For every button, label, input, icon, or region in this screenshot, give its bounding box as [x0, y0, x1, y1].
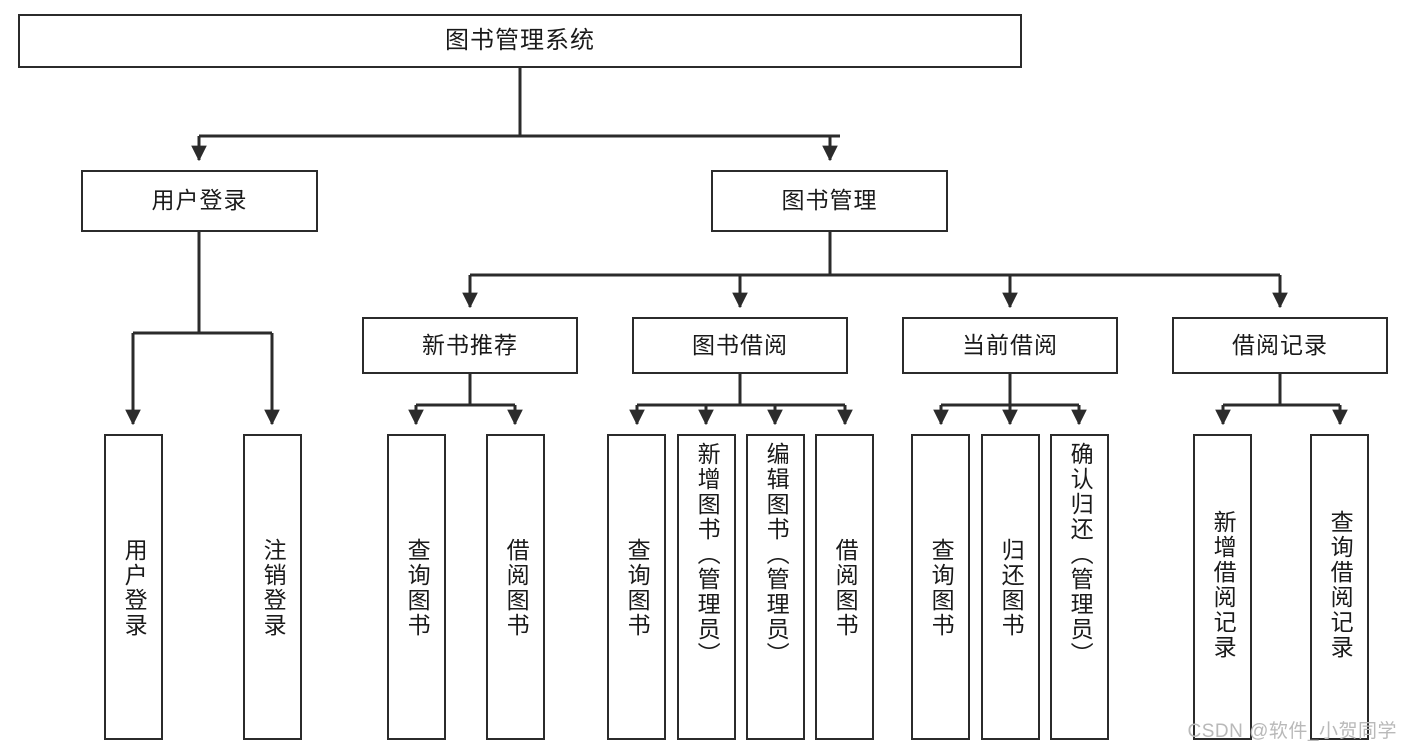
- leaf-query-book-current[interactable]: 查询图书: [911, 434, 970, 740]
- leaf-query-borrow-record[interactable]: 查询借阅记录: [1310, 434, 1369, 740]
- node-label: 当前借阅: [962, 331, 1058, 358]
- node-label: 归还图书: [998, 538, 1025, 638]
- node-label: 图书管理系统: [445, 26, 595, 54]
- leaf-add-borrow-record[interactable]: 新增借阅记录: [1193, 434, 1252, 740]
- watermark-text: CSDN @软件_小贺同学: [1187, 721, 1397, 742]
- node-new-book-recommend[interactable]: 新书推荐: [362, 317, 578, 374]
- node-label: 新增图书（管理员）: [694, 442, 721, 667]
- leaf-edit-book-admin[interactable]: 编辑图书（管理员）: [746, 434, 805, 740]
- node-label: 查询图书: [624, 538, 651, 638]
- node-label: 新书推荐: [422, 331, 518, 358]
- node-label: 用户登录: [151, 187, 248, 214]
- node-label: 用户登录: [121, 538, 148, 638]
- node-label: 图书借阅: [692, 331, 788, 358]
- node-book-borrow[interactable]: 图书借阅: [632, 317, 848, 374]
- leaf-logout[interactable]: 注销登录: [243, 434, 302, 740]
- node-borrow-record[interactable]: 借阅记录: [1172, 317, 1388, 374]
- node-label: 图书管理: [781, 187, 878, 214]
- leaf-query-book-borrow[interactable]: 查询图书: [607, 434, 666, 740]
- leaf-borrow-book-recommend[interactable]: 借阅图书: [486, 434, 545, 740]
- leaf-add-book-admin[interactable]: 新增图书（管理员）: [677, 434, 736, 740]
- node-label: 查询图书: [928, 538, 955, 638]
- node-label: 新增借阅记录: [1210, 510, 1237, 660]
- node-label: 查询图书: [404, 538, 431, 638]
- node-label: 借阅图书: [503, 538, 530, 638]
- node-root-system[interactable]: 图书管理系统: [18, 14, 1022, 68]
- leaf-borrow-book[interactable]: 借阅图书: [815, 434, 874, 740]
- leaf-user-login[interactable]: 用户登录: [104, 434, 163, 740]
- node-label: 查询借阅记录: [1327, 510, 1354, 660]
- node-current-borrow[interactable]: 当前借阅: [902, 317, 1118, 374]
- leaf-return-book[interactable]: 归还图书: [981, 434, 1040, 740]
- node-label: 编辑图书（管理员）: [763, 442, 790, 667]
- node-label: 注销登录: [260, 538, 287, 638]
- leaf-confirm-return-admin[interactable]: 确认归还（管理员）: [1050, 434, 1109, 740]
- node-label: 借阅图书: [832, 538, 859, 638]
- leaf-query-book-recommend[interactable]: 查询图书: [387, 434, 446, 740]
- node-user-login[interactable]: 用户登录: [81, 170, 318, 232]
- node-label: 确认归还（管理员）: [1067, 442, 1094, 667]
- node-label: 借阅记录: [1232, 331, 1328, 358]
- node-book-management[interactable]: 图书管理: [711, 170, 948, 232]
